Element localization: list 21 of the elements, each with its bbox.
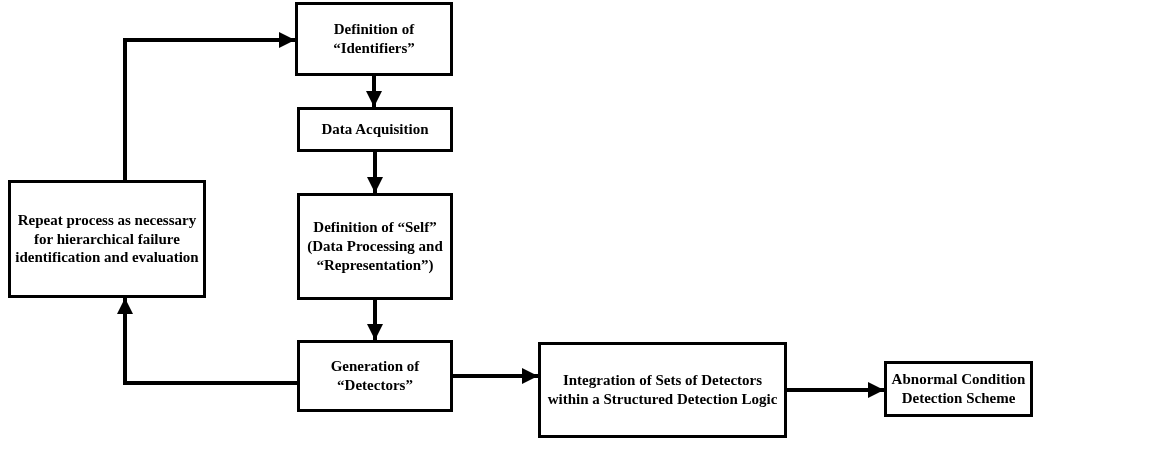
process-box xyxy=(297,107,453,152)
arrow xyxy=(366,76,382,107)
box-label: Definition of “Self” (Data Processing and “Representation”) xyxy=(306,218,444,275)
arrow xyxy=(787,382,884,398)
arrow xyxy=(453,368,538,384)
box-label: Data Acquisition xyxy=(321,120,429,139)
process-box xyxy=(538,342,787,438)
process-box xyxy=(297,193,453,300)
process-box xyxy=(295,2,453,76)
arrow xyxy=(117,298,297,385)
process-box xyxy=(297,340,453,412)
box-label: Generation of “Detectors” xyxy=(329,357,421,395)
process-box xyxy=(884,361,1033,417)
process-box xyxy=(8,180,206,298)
arrow xyxy=(367,152,383,193)
box-label: Integration of Sets of Detectors within a Structured Detection Logic xyxy=(546,371,779,409)
box-label: Definition of “Identifiers” xyxy=(332,20,416,58)
arrow xyxy=(367,300,383,340)
box-label: Abnormal Condition Detection Scheme xyxy=(890,370,1027,408)
box-label: Repeat process as necessary for hierarchical failure identification and evaluation xyxy=(14,210,200,268)
arrow xyxy=(123,32,295,180)
